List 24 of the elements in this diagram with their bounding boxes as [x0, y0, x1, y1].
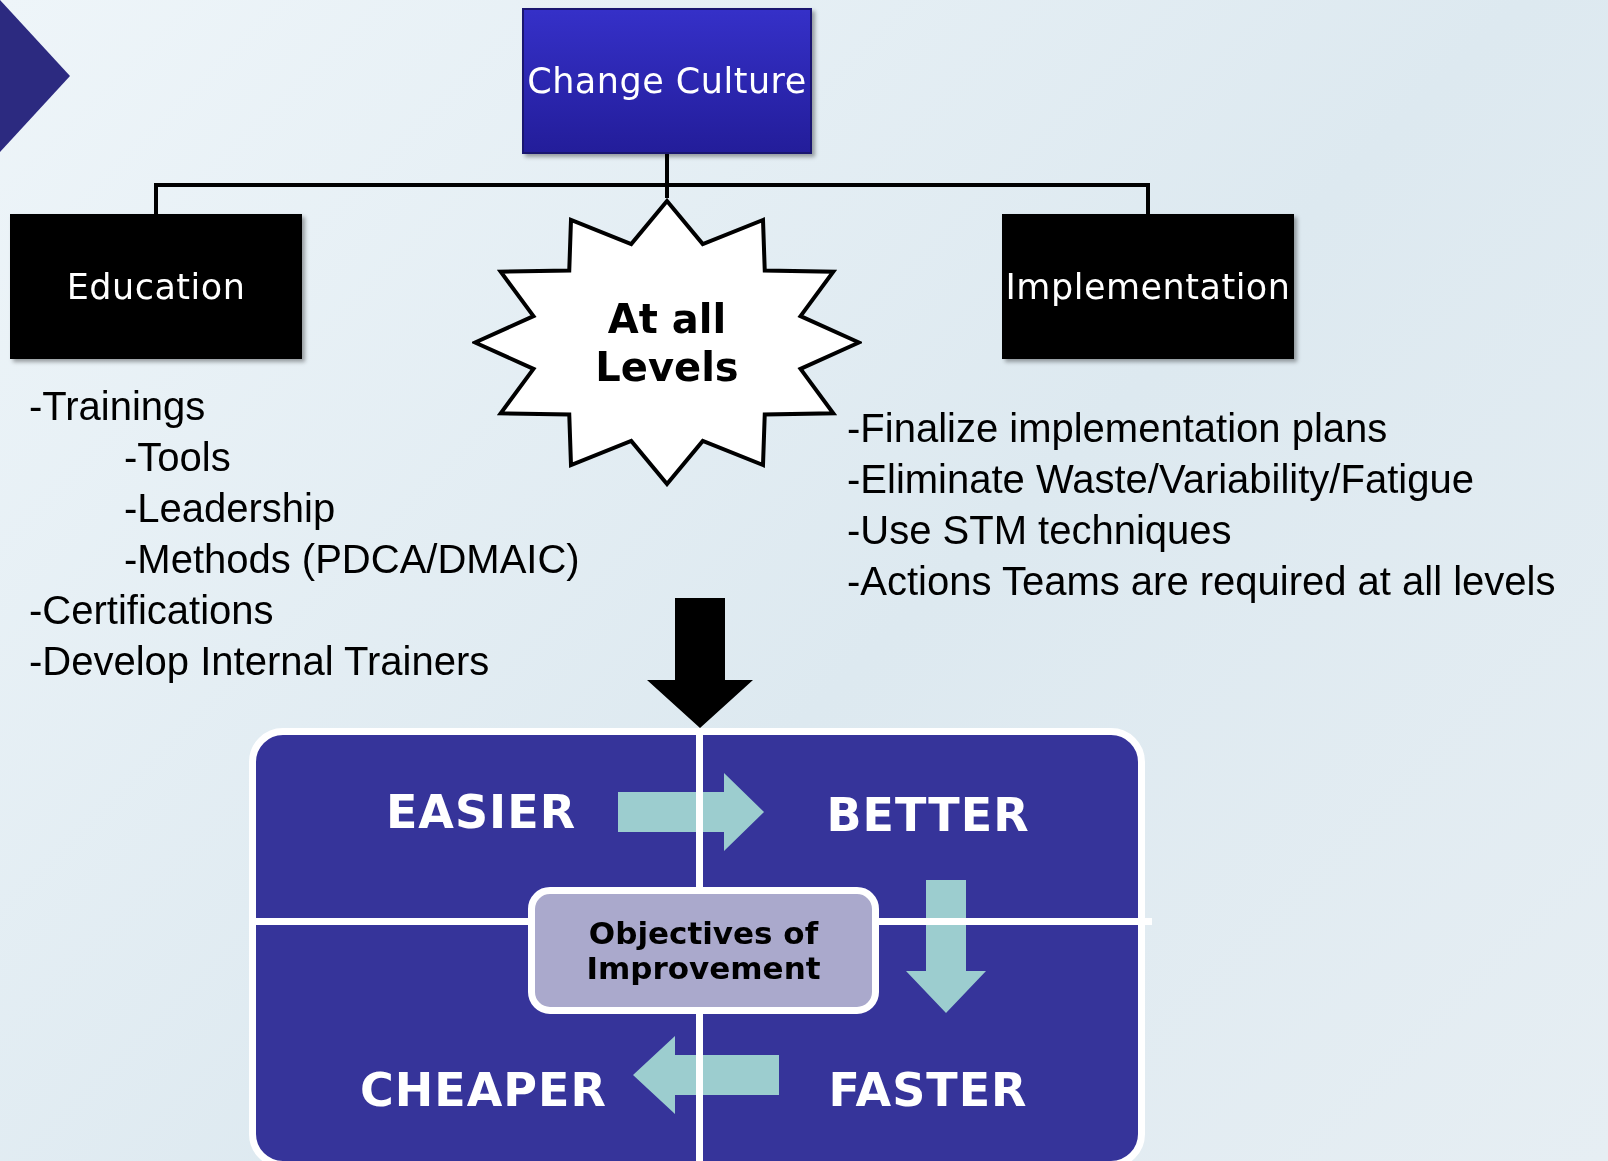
list-item: -Certifications: [29, 588, 274, 633]
block-arrow: [906, 880, 986, 1013]
block-arrow: [633, 1036, 779, 1114]
category-box: Implementation: [1002, 214, 1294, 359]
quadrant-label: CHEAPER: [327, 1020, 640, 1160]
center-box: Objectives of Improvement: [528, 887, 879, 1014]
list-item: -Finalize implementation plans: [847, 406, 1388, 451]
list-item: -Tools: [124, 435, 231, 480]
list-item: -Leadership: [124, 486, 336, 531]
connector-line: [665, 154, 1150, 214]
list-item: -Actions Teams are required at all levels: [847, 559, 1556, 604]
block-arrow: [647, 598, 753, 728]
quadrant-label: EASIER: [337, 737, 625, 887]
title-box: Change Culture: [522, 8, 812, 154]
list-item: -Develop Internal Trainers: [29, 639, 490, 684]
block-arrow: [618, 773, 764, 851]
category-box: Education: [10, 214, 302, 359]
chevron-shape: [0, 0, 70, 152]
list-item: -Use STM techniques: [847, 508, 1232, 553]
list-item: -Trainings: [29, 384, 206, 429]
list-item: -Methods (PDCA/DMAIC): [124, 537, 580, 582]
list-item: -Eliminate Waste/Variability/Fatigue: [847, 457, 1474, 502]
quadrant-label: FASTER: [786, 1020, 1070, 1160]
quadrant-label: BETTER: [771, 742, 1085, 887]
